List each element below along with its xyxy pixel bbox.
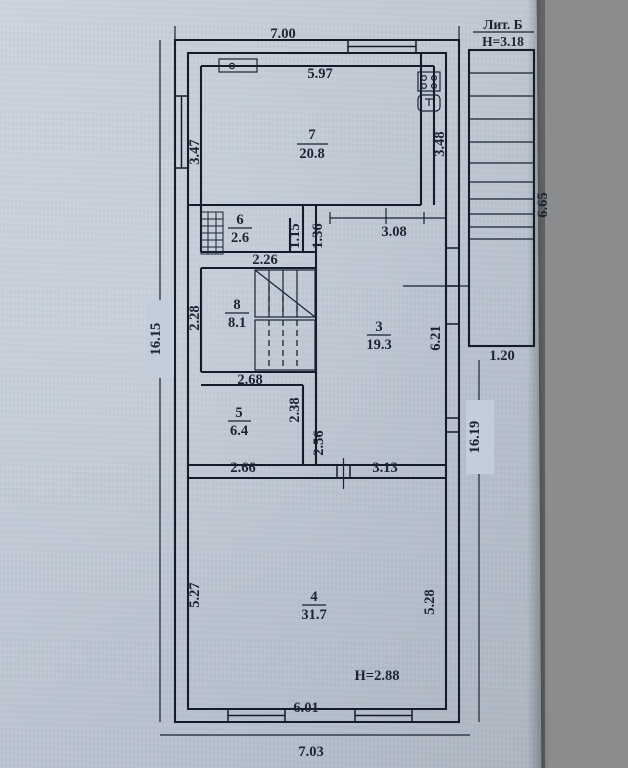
window-small-icon	[218, 58, 258, 73]
room-3-number: 3	[375, 319, 382, 335]
dim-room3-top-label: 3.08	[381, 224, 406, 240]
staircase	[254, 269, 316, 371]
dim-room4-right-label: 5.28	[422, 589, 438, 614]
building-outline	[173, 38, 461, 724]
dim-annex-bottom-label: 1.20	[489, 348, 514, 364]
dim-room8-bottom-label: 2.68	[237, 372, 262, 388]
room-8-walls	[199, 266, 318, 374]
cooktop-icon	[417, 71, 441, 92]
window-right-room3	[403, 247, 470, 325]
annex-height: H=3.18	[482, 34, 524, 49]
dim-top-inner-label: 5.97	[307, 66, 332, 82]
dim-room3-right-label: 6.21	[428, 325, 444, 350]
door-gaps-midwall	[336, 458, 351, 489]
room-3-area: 19.3	[366, 337, 391, 353]
window-bottom-left	[227, 709, 286, 722]
dim-bottom-overall-label: 7.03	[298, 744, 323, 760]
dim-left-overall-label: 16.15	[148, 323, 164, 356]
hatched-block	[200, 211, 224, 255]
room-6-area: 2.6	[231, 230, 249, 246]
dim-stair-right-b-label: 2.56	[311, 430, 327, 455]
room-4-number: 4	[310, 589, 317, 605]
window-bottom-right	[354, 709, 413, 722]
dim-right-overall-label: 16.19	[467, 421, 483, 454]
dim-corridor-a-label: 1.15	[287, 223, 303, 248]
window-top	[347, 40, 417, 53]
room-5-area: 6.4	[230, 423, 248, 439]
sink-icon	[417, 94, 441, 112]
dim-room3-top	[329, 208, 446, 224]
room-7-number: 7	[308, 127, 315, 143]
dim-bottom-inner-label: 6.01	[293, 700, 318, 716]
room-8-area: 8.1	[228, 315, 246, 331]
room-7-area: 20.8	[299, 146, 324, 162]
dim-room6-bottom-label: 2.26	[252, 252, 277, 268]
dim-room5-bottom-label: 2.66	[230, 460, 255, 476]
dim-top-overall-label: 7.00	[270, 26, 295, 42]
annex-lit-b	[467, 48, 536, 348]
dim-stair-right-a-label: 2.38	[287, 397, 303, 422]
dim-top-overall	[174, 26, 460, 40]
room-5-walls	[188, 372, 446, 480]
dim-room8-left-label: 2.28	[187, 305, 203, 330]
paper-edge-shadow	[527, 0, 545, 768]
window-left-room7	[175, 95, 188, 169]
dim-room4-left-label: 5.27	[187, 582, 203, 607]
dim-annex-right-label: 6.65	[535, 192, 551, 217]
dim-corridor-b-label: 1.36	[310, 223, 326, 248]
room-8-number: 8	[233, 297, 240, 313]
dim-lower-top-right-label: 3.13	[372, 460, 397, 476]
window-right-lower	[446, 417, 459, 433]
room-5-number: 5	[235, 405, 242, 421]
room-4-area: 31.7	[301, 607, 326, 623]
dim-right-room7-label: 3.48	[432, 131, 448, 156]
room-4-height: H=2.88	[355, 668, 400, 684]
annex-label: Лит. Б	[483, 17, 522, 32]
corridor-partitions	[290, 205, 318, 268]
room-7-walls	[188, 53, 436, 207]
dim-left-room7-label: 3.47	[187, 139, 203, 164]
room-6-number: 6	[236, 212, 243, 228]
